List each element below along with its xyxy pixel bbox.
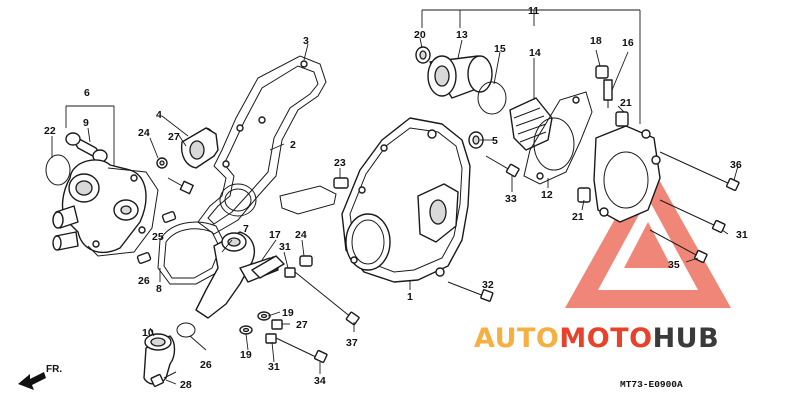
callout-31-upper[interactable]: 31 [279, 241, 291, 253]
thermostat-housing-28 [180, 127, 219, 169]
watermark-triangle [565, 160, 731, 308]
callout-32[interactable]: 32 [482, 279, 494, 291]
callout-5[interactable]: 5 [492, 135, 498, 147]
sensor-17 [251, 255, 285, 279]
pump-cover-assembly [45, 132, 194, 264]
callout-22[interactable]: 20 [414, 29, 426, 41]
bolt-30 [659, 199, 726, 234]
washer-19-lower [239, 325, 253, 335]
diagram-code: MT73-E0900A [620, 379, 683, 390]
nut-27 [271, 319, 283, 330]
callout-24[interactable]: 26 [200, 359, 212, 371]
callout-14[interactable]: 14 [529, 47, 541, 59]
bolt-35 [649, 229, 708, 264]
callout-19-upper[interactable]: 19 [282, 307, 294, 319]
oil-seal-22 [415, 46, 431, 64]
callout-6[interactable]: 6 [84, 87, 90, 99]
watermark-triangle-inner [624, 222, 672, 268]
callout-25[interactable]: 24 [138, 127, 150, 139]
callout-33[interactable]: 33 [505, 193, 517, 205]
callout-7[interactable]: 7 [243, 223, 249, 235]
front-direction-indicator: FR. [18, 364, 62, 390]
washer-19-upper [257, 311, 271, 321]
callout-19-lower[interactable]: 19 [240, 349, 252, 361]
water-pipe-10 [143, 333, 176, 385]
bolt-34 [265, 333, 328, 364]
water-pump-cover-1 [341, 117, 471, 283]
callout-1[interactable]: 1 [407, 291, 413, 303]
bolt-31-upper [284, 267, 360, 326]
callout-17[interactable]: 17 [269, 229, 281, 241]
callout-3[interactable]: 3 [303, 35, 309, 47]
callout-15[interactable]: 15 [494, 43, 506, 55]
seal-15 [477, 81, 507, 115]
pipe-9 [65, 132, 108, 163]
dowel-20-upper [615, 111, 629, 127]
callout-28[interactable]: 27 [168, 131, 180, 143]
watermark-logo [565, 160, 731, 308]
callout-36[interactable]: 36 [730, 159, 742, 171]
bolt-near-25 [167, 177, 194, 195]
bolt-33 [485, 155, 520, 178]
callout-29[interactable]: 28 [180, 379, 192, 391]
bolt-32 [447, 281, 494, 302]
watermark-text-moto: MOTO [559, 323, 652, 354]
dowel-21-lower [299, 255, 313, 267]
leader-lines [51, 9, 739, 385]
callout-13[interactable]: 13 [456, 29, 468, 41]
callout-12[interactable]: 12 [541, 189, 553, 201]
water-pipe-7 [195, 231, 280, 319]
pump-body-6 [52, 159, 147, 253]
callout-30[interactable]: 31 [736, 229, 748, 241]
watermark-text-auto: AUTO [474, 323, 559, 354]
callout-18[interactable]: 18 [590, 35, 602, 47]
thermostat-14 [509, 97, 553, 151]
callout-27[interactable]: 27 [296, 319, 308, 331]
callout-26-upper[interactable]: 25 [152, 231, 164, 243]
callout-34[interactable]: 34 [314, 375, 326, 387]
callout-9[interactable]: 9 [83, 117, 89, 129]
callout-26-lower[interactable]: 26 [138, 275, 150, 287]
watermark-text-hub: HUB [653, 323, 720, 354]
dowel-21-upper [333, 177, 349, 189]
callout-4[interactable]: 4 [156, 109, 162, 121]
callout-20-lower[interactable]: 21 [572, 211, 584, 223]
callout-8[interactable]: 8 [156, 283, 162, 295]
callout-37[interactable]: 37 [346, 337, 358, 349]
thermostat-cover [593, 125, 661, 223]
bolt-36 [659, 151, 740, 192]
watermark-wordmark: AUTOMOTOHUB [474, 323, 719, 354]
dowel-26-lower [136, 252, 152, 264]
callout-2[interactable]: 2 [290, 139, 296, 151]
thermostat-gasket-12 [523, 91, 593, 185]
pump-flange-gasket [87, 167, 159, 257]
callout-21-lower[interactable]: 24 [295, 229, 307, 241]
sensor-16 [595, 65, 613, 108]
callout-35[interactable]: 35 [668, 259, 680, 271]
front-arrow-icon [18, 372, 46, 390]
callout-labels: 11 20 13 15 14 18 16 21 3 6 4 22 9 24 27… [44, 5, 748, 391]
callout-31-lower[interactable]: 31 [268, 361, 280, 373]
front-label: FR. [46, 364, 62, 375]
callout-10[interactable]: 10 [142, 327, 154, 339]
callout-23[interactable]: 22 [44, 125, 56, 137]
callout-21-upper[interactable]: 23 [334, 157, 346, 169]
callout-11[interactable]: 11 [528, 5, 539, 17]
bolt-25 [156, 157, 168, 169]
pump-gasket-8 [157, 221, 227, 285]
cover-gasket-2 [197, 55, 337, 235]
bolt-29 [150, 371, 177, 388]
bearing-13 [427, 55, 493, 99]
dowel-26-upper [161, 211, 177, 223]
dowel-20-lower [577, 187, 591, 203]
o-ring-24 [176, 322, 196, 338]
svg-text:AUTOMOTOHUB: AUTOMOTOHUB [474, 323, 719, 354]
o-ring-23 [45, 154, 71, 186]
callout-20-upper[interactable]: 21 [620, 97, 632, 109]
callout-16[interactable]: 16 [622, 37, 634, 49]
